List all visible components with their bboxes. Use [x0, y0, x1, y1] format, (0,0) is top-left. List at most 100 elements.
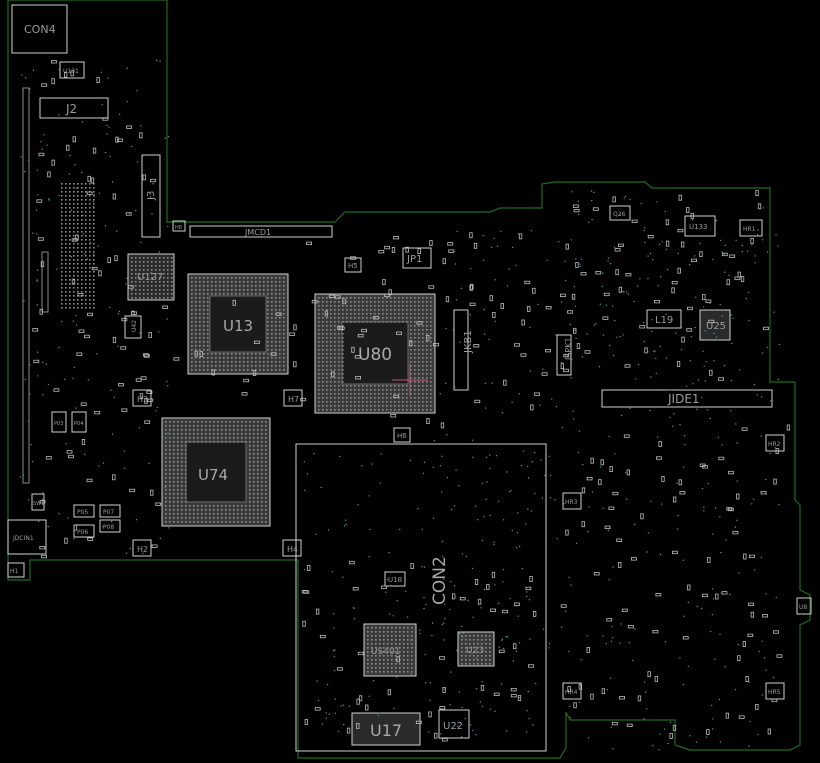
via [595, 323, 597, 325]
bga-ball [237, 441, 239, 443]
bga-ball [326, 333, 328, 335]
bga-ball [261, 449, 263, 451]
bga-ball [334, 393, 336, 395]
bga-ball [326, 409, 328, 411]
bga-ball [199, 341, 201, 343]
bga-ball [386, 321, 388, 323]
via [574, 329, 576, 332]
bga-ball [85, 227, 87, 229]
bga-ball [399, 671, 401, 673]
bga-ball [326, 397, 328, 399]
bga-ball [85, 243, 87, 245]
bga-ball [69, 295, 71, 297]
bga-ball [265, 473, 267, 475]
bga-ball [265, 489, 267, 491]
bga-ball [399, 639, 401, 641]
bga-ball [131, 293, 133, 295]
bga-ball [267, 317, 269, 319]
bga-ball [386, 301, 388, 303]
passive-component [53, 388, 60, 392]
via [720, 592, 723, 594]
bga-ball [77, 183, 79, 185]
bga-ball [367, 647, 369, 649]
bga-ball [65, 251, 67, 253]
bga-ball [489, 647, 491, 649]
bga-ball [239, 281, 241, 283]
bga-ball [217, 517, 219, 519]
bga-ball [237, 517, 239, 519]
bga-ball [489, 643, 491, 645]
bga-ball [69, 303, 71, 305]
bga-ball [410, 329, 412, 331]
via [748, 319, 750, 322]
via [508, 491, 511, 493]
via [526, 595, 528, 598]
via [429, 699, 431, 701]
bga-ball [69, 279, 71, 281]
via [454, 505, 456, 507]
bga-ball [89, 231, 91, 233]
bga-ball [241, 521, 243, 523]
via [657, 436, 659, 438]
bga-ball [265, 457, 267, 459]
bga-ball [89, 275, 91, 277]
bga-ball [189, 513, 191, 515]
bga-ball [191, 361, 193, 363]
bga-ball [477, 647, 479, 649]
hr3-label: HR3 [565, 499, 578, 506]
bga-ball [279, 317, 281, 319]
via [646, 551, 648, 553]
bga-ball [382, 301, 384, 303]
passive-component [615, 269, 619, 276]
via [608, 257, 610, 259]
passive-component [686, 207, 690, 214]
passive-component [473, 242, 478, 249]
via [689, 360, 691, 362]
bga-ball [406, 409, 408, 411]
bga-ball [330, 389, 332, 391]
bga-ball [465, 647, 467, 649]
passive-component [678, 479, 682, 486]
bga-ball [221, 429, 223, 431]
bga-ball [229, 433, 231, 435]
bga-ball [209, 425, 211, 427]
via [619, 214, 621, 216]
bga-ball [383, 639, 385, 641]
bga-ball [379, 655, 381, 657]
bga-ball [366, 401, 368, 403]
bga-ball [169, 509, 171, 511]
bga-ball [85, 267, 87, 269]
bga-ball [371, 659, 373, 661]
bga-ball [382, 385, 384, 387]
passive-component [331, 371, 335, 378]
bga-ball [189, 521, 191, 523]
bga-ball [173, 521, 175, 523]
via [70, 256, 73, 258]
passive-component [580, 272, 587, 276]
via [505, 730, 508, 732]
bga-ball [367, 627, 369, 629]
via [72, 320, 75, 322]
bga-ball [261, 433, 263, 435]
bga-ball [358, 309, 360, 311]
passive-component [740, 276, 745, 282]
jdcin1-body [7, 519, 47, 555]
bga-ball [334, 349, 336, 351]
bga-ball [322, 409, 324, 411]
via [684, 443, 686, 446]
bga-ball [155, 277, 157, 279]
bga-ball [398, 297, 400, 299]
bga-ball [93, 191, 95, 193]
passive-component [517, 695, 522, 701]
bga-ball [85, 187, 87, 189]
via [424, 682, 427, 684]
bga-ball [163, 269, 165, 271]
bga-ball [279, 345, 281, 347]
via [452, 329, 454, 331]
bga-ball [237, 421, 239, 423]
via [586, 635, 588, 637]
bga-ball [263, 361, 265, 363]
via [444, 618, 446, 620]
bga-ball [229, 505, 231, 507]
via [125, 552, 128, 554]
